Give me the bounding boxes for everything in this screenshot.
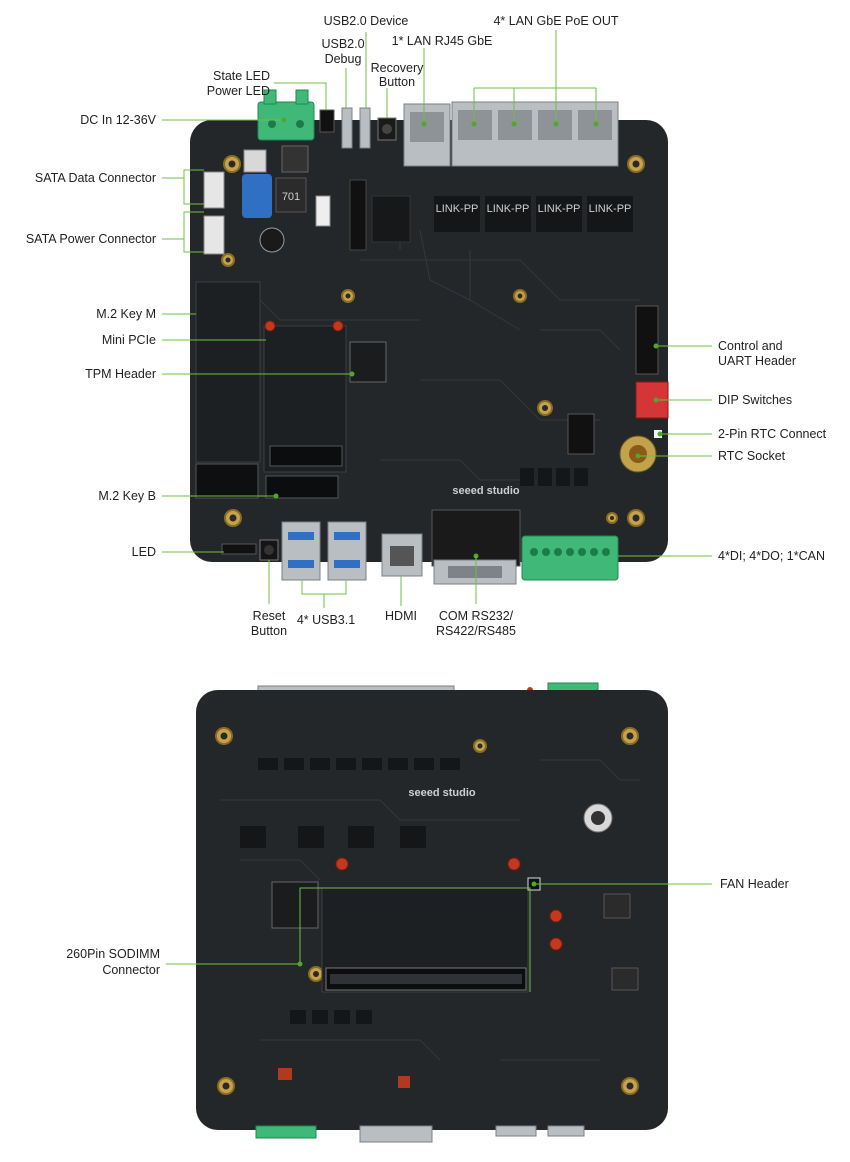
top-board-view: LINK-PP LINK-PP LINK-PP LINK-PP 701 [190,89,669,585]
bottom-brand-silkscreen: seeed studio [408,787,476,799]
power-inductor [275,177,307,213]
label-dc-in: DC In 12-36V [80,113,156,127]
bottom-inductor-1 [603,893,631,919]
m2-key-b-connector [265,475,339,499]
mini-pcie-connector [269,445,343,467]
label-m2-key-m: M.2 Key M [96,307,156,321]
label-dio-can: 4*DI; 4*DO; 1*CAN [718,549,825,563]
power-inductor-small [281,145,309,173]
label-usb20-debug-line1: USB2.0 [321,37,364,51]
label-lan-rj45: 1* LAN RJ45 GbE [392,34,493,48]
label-m2-key-b: M.2 Key B [98,489,156,503]
label-recovery-line1: Recovery [371,61,425,75]
label-mini-pcie: Mini PCIe [102,333,156,347]
chip-marking-2: LINK-PP [487,203,530,215]
bottom-processor-chip [271,881,319,929]
inductor-marking: 701 [282,191,300,203]
chip-marking-3: LINK-PP [538,203,581,215]
m2-key-m-slot [195,281,261,463]
label-rtc-connect: 2-Pin RTC Connect [718,427,827,441]
label-com-line1: COM RS232/ [439,609,514,623]
bottom-inductor-2 [611,967,639,991]
recovery-button-cap [382,124,392,134]
label-tpm-header: TPM Header [85,367,156,381]
sata-power-connector [203,215,225,255]
top-brand-silkscreen: seeed studio [452,485,520,497]
usb31-ports [281,521,367,581]
tpm-header [349,341,387,383]
label-control-uart-line2: UART Header [718,354,796,368]
label-reset-line1: Reset [253,609,286,623]
label-recovery-line2: Button [379,75,415,89]
bottom-edge-port-a [495,1125,537,1137]
dio-can-terminal [521,535,619,581]
bottom-standoff-4 [549,937,563,951]
mini-pcie-standoff-left [264,320,276,332]
bottom-board-view: seeed studio [196,682,668,1143]
led-block [221,543,257,555]
sodimm-connector [321,887,529,993]
bottom-lower-components [278,1010,410,1088]
lan-rj45-port [403,103,451,167]
label-dip-switches: DIP Switches [718,393,792,407]
usb20-device-port [359,107,371,149]
bottom-edge-port-b [547,1125,585,1137]
bottom-cap-top [591,811,605,825]
label-lan-poe-out: 4* LAN GbE PoE OUT [493,14,618,28]
reset-button-cap [264,545,274,555]
label-usb20-debug-line2: Debug [325,52,362,66]
dio-chips [520,468,588,486]
hdmi-port-inner [390,546,414,566]
m2-key-b-slot [195,463,259,499]
small-switch [315,195,331,227]
control-uart-header [635,305,659,375]
top-callouts: USB2.0 Device 4* LAN GbE PoE OUT USB2.0 … [26,14,827,638]
electrolytic-cap [259,227,285,253]
bottom-edge-com-port [359,1125,433,1143]
bottom-standoff-1 [335,857,349,871]
label-sodimm-line1: 260Pin SODIMM [66,947,160,961]
bottom-standoff-2 [507,857,521,871]
bottom-board-traces [220,759,640,1061]
state-power-led-block [319,109,335,133]
bottom-edge-terminal [255,1125,317,1139]
label-sata-power: SATA Power Connector [26,232,156,246]
label-power-led: Power LED [207,84,270,98]
usb20-debug-port [341,107,353,149]
sata-data-connector [203,171,225,209]
label-rtc-socket: RTC Socket [718,449,786,463]
bottom-callouts: FAN Header 260Pin SODIMM Connector [66,877,789,992]
label-hdmi: HDMI [385,609,417,623]
main-chip [371,195,411,243]
label-com-line2: RS422/RS485 [436,624,516,638]
label-control-uart-line1: Control and [718,339,783,353]
power-component [243,149,267,173]
label-led: LED [132,545,156,559]
blue-capacitor [242,174,272,218]
label-state-led: State LED [213,69,270,83]
bottom-standoff-3 [549,909,563,923]
lan-poe-ports [451,101,619,167]
label-sata-data: SATA Data Connector [35,171,156,185]
label-sodimm-line2: Connector [102,963,160,977]
rtc-connector-block [567,413,595,455]
label-usb31: 4* USB3.1 [297,613,355,627]
chip-marking-1: LINK-PP [436,203,479,215]
label-reset-line2: Button [251,624,287,638]
label-usb20-device: USB2.0 Device [324,14,409,28]
chip-marking-4: LINK-PP [589,203,632,215]
bottom-component-row [240,758,460,848]
lan-transformer-chips: LINK-PP LINK-PP LINK-PP LINK-PP [434,196,633,232]
mini-pcie-standoff-right [332,320,344,332]
label-fan-header: FAN Header [720,877,789,891]
pin-header-column [349,179,367,251]
top-mounting-holes [221,155,645,527]
